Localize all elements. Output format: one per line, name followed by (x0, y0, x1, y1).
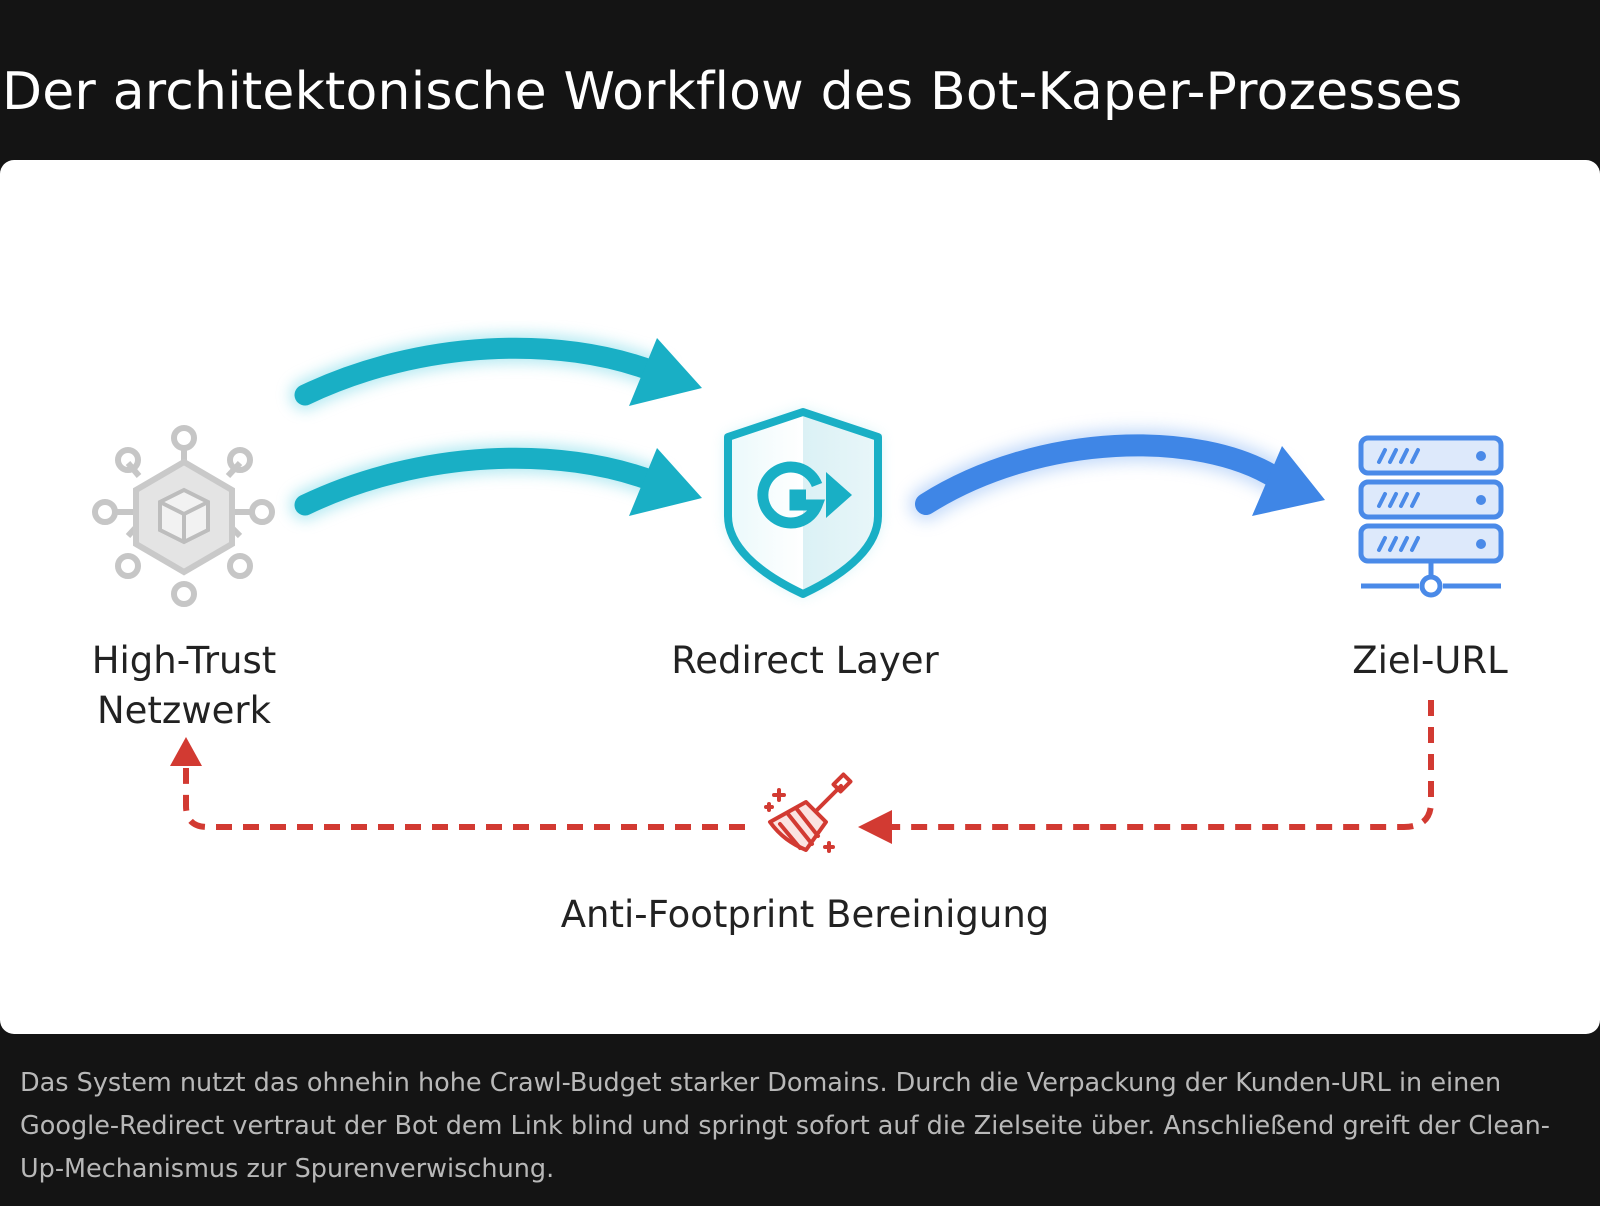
network-hub-icon (92, 425, 275, 607)
node-label-cleanup: Anti-Footprint Bereinigung (560, 893, 1050, 936)
page-title: Der architektonische Workflow des Bot-Ka… (2, 62, 1463, 122)
teal-arrow-upper (290, 333, 702, 410)
blue-arrow (910, 429, 1325, 520)
node-label-high-trust-line2: Netzwerk (96, 689, 272, 732)
server-rack-icon (1358, 435, 1504, 598)
caption-text: Das System nutzt das ohnehin hohe Crawl-… (20, 1068, 1550, 1184)
red-dashed-return-arrow (170, 700, 1434, 844)
diagram-card: High-Trust Netzwerk Redirect Layer Ziel-… (0, 160, 1600, 1034)
workflow-diagram (92, 333, 1504, 853)
node-label-ziel-url: Ziel-URL (1352, 639, 1508, 682)
node-label-high-trust-line1: High-Trust (91, 639, 277, 682)
node-label-redirect-layer: Redirect Layer (671, 639, 939, 682)
node-label-high-trust: High-Trust Netzwerk (64, 636, 304, 736)
shield-g-redirect-icon (724, 408, 882, 598)
teal-arrow-lower (290, 443, 702, 520)
broom-sparkle-icon (764, 772, 853, 853)
